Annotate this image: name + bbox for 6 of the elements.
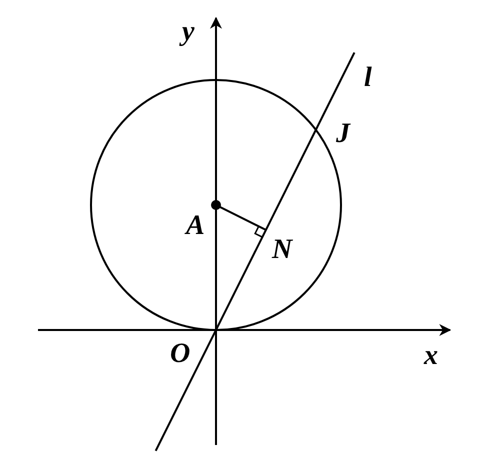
point-label: A: [186, 212, 205, 240]
point-label: x: [424, 342, 438, 370]
point-label: O: [170, 340, 190, 368]
point-label: J: [336, 120, 350, 148]
point-label: l: [364, 64, 372, 92]
point-label: N: [272, 236, 292, 264]
